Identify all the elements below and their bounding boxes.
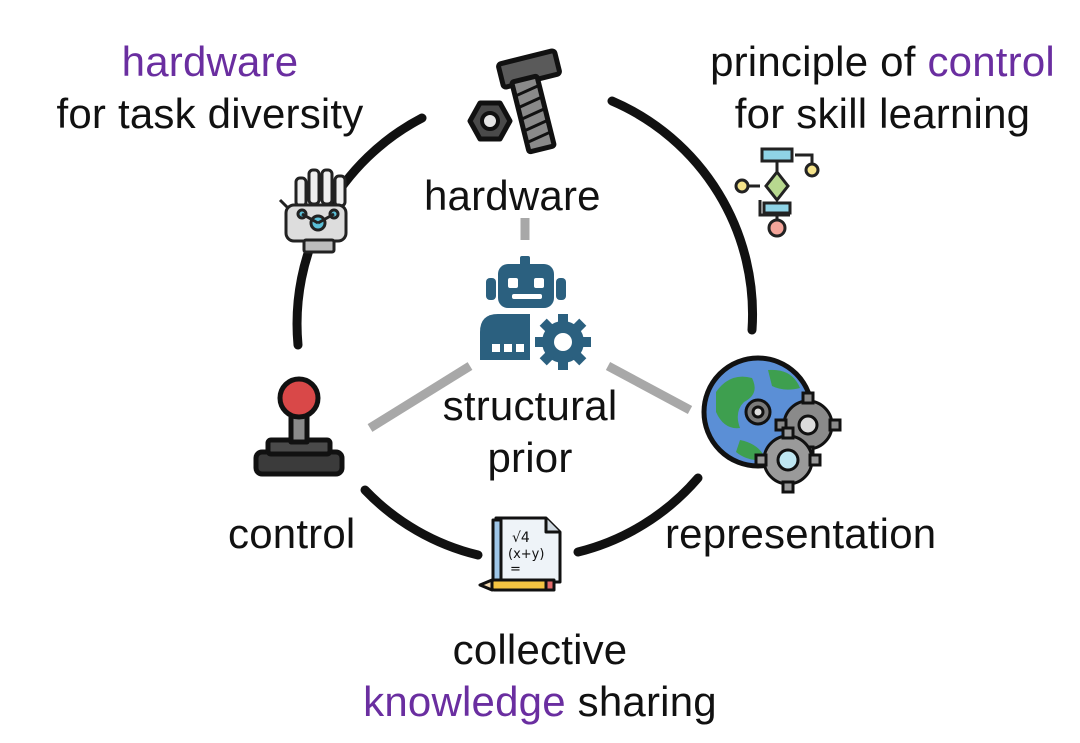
annotation-collective-text: collective — [452, 626, 628, 673]
annotation-skill-learning-text: for skill learning — [734, 90, 1031, 137]
annotation-task-diversity-text: for task diversity — [56, 90, 364, 137]
node-label-control: control — [228, 510, 356, 557]
annotation-knowledge-accent: knowledge — [363, 678, 566, 725]
formula-paper-icon: √4 (x+y) = — [478, 516, 562, 592]
robotic-hand-icon — [278, 168, 348, 254]
spoke-left — [367, 362, 473, 432]
node-label-hardware: hardware — [424, 172, 601, 219]
node-label-structural-prior: structural prior — [425, 380, 635, 484]
svg-text:=: = — [510, 562, 521, 577]
ring-arc-bottom-right — [573, 473, 703, 557]
svg-text:√4: √4 — [512, 530, 530, 546]
annotation-sharing-text: sharing — [565, 678, 717, 725]
ring-arc-top-right — [607, 96, 758, 335]
node-label-prior: prior — [487, 434, 573, 481]
annotation-knowledge-sharing: collective knowledge sharing — [330, 624, 750, 728]
node-label-representation: representation — [665, 510, 937, 557]
spokes — [367, 218, 693, 432]
robot-gear-icon — [480, 256, 591, 370]
annotation-skill-learning: principle of control for skill learning — [690, 36, 1075, 140]
annotation-control-accent: control — [927, 38, 1055, 85]
bolt-nut-icon — [467, 48, 562, 155]
node-label-structural: structural — [442, 382, 618, 429]
ring-arc-bottom-left — [360, 485, 483, 560]
annotation-principle-prefix: principle of — [710, 38, 928, 85]
joystick-icon — [253, 376, 345, 477]
annotation-hardware-accent: hardware — [121, 38, 299, 85]
flowchart-icon — [734, 147, 820, 238]
annotation-task-diversity: hardware for task diversity — [40, 36, 380, 140]
globe-gears-icon — [701, 355, 842, 494]
svg-text:(x+y): (x+y) — [508, 547, 544, 562]
spoke-right — [605, 362, 693, 414]
